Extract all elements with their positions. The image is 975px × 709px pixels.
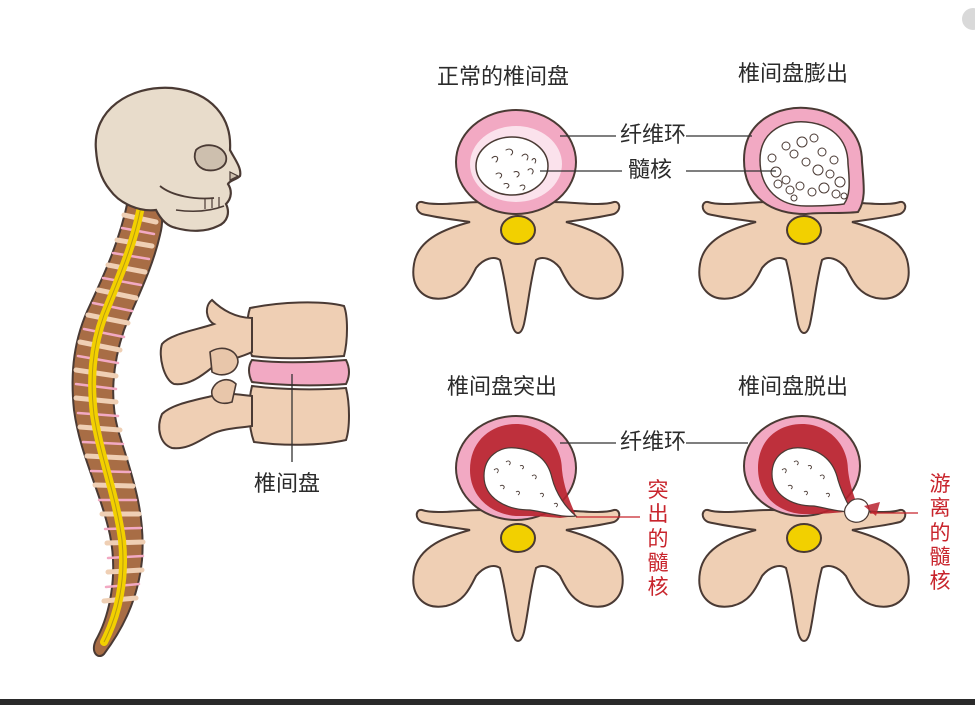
label-annulus-fibrosus-top: 纤维环 — [620, 123, 687, 148]
label-disc-extrusion: 椎间盘脱出 — [738, 375, 849, 400]
panel-disc-extrusion — [686, 415, 918, 642]
label-nucleus-pulposus: 髓核 — [628, 158, 673, 183]
label-disc-protrusion: 椎间盘突出 — [447, 375, 558, 400]
skull-and-spine — [71, 86, 242, 658]
panel-normal-disc — [412, 109, 624, 335]
label-free-nucleus: 游离的髓核 — [929, 472, 951, 594]
side-vertebrae — [158, 298, 350, 462]
label-disc-bulge: 椎间盘膨出 — [738, 62, 849, 87]
corner-circle — [962, 8, 975, 30]
bottom-bar — [0, 699, 975, 705]
label-intervertebral-disc: 椎间盘 — [254, 472, 321, 497]
panel-disc-bulge — [686, 106, 910, 335]
panel-disc-protrusion — [412, 415, 640, 642]
label-protruded-nucleus: 突出的髓核 — [647, 478, 669, 600]
label-normal-disc: 正常的椎间盘 — [437, 65, 570, 90]
label-annulus-fibrosus-bottom: 纤维环 — [620, 430, 687, 455]
